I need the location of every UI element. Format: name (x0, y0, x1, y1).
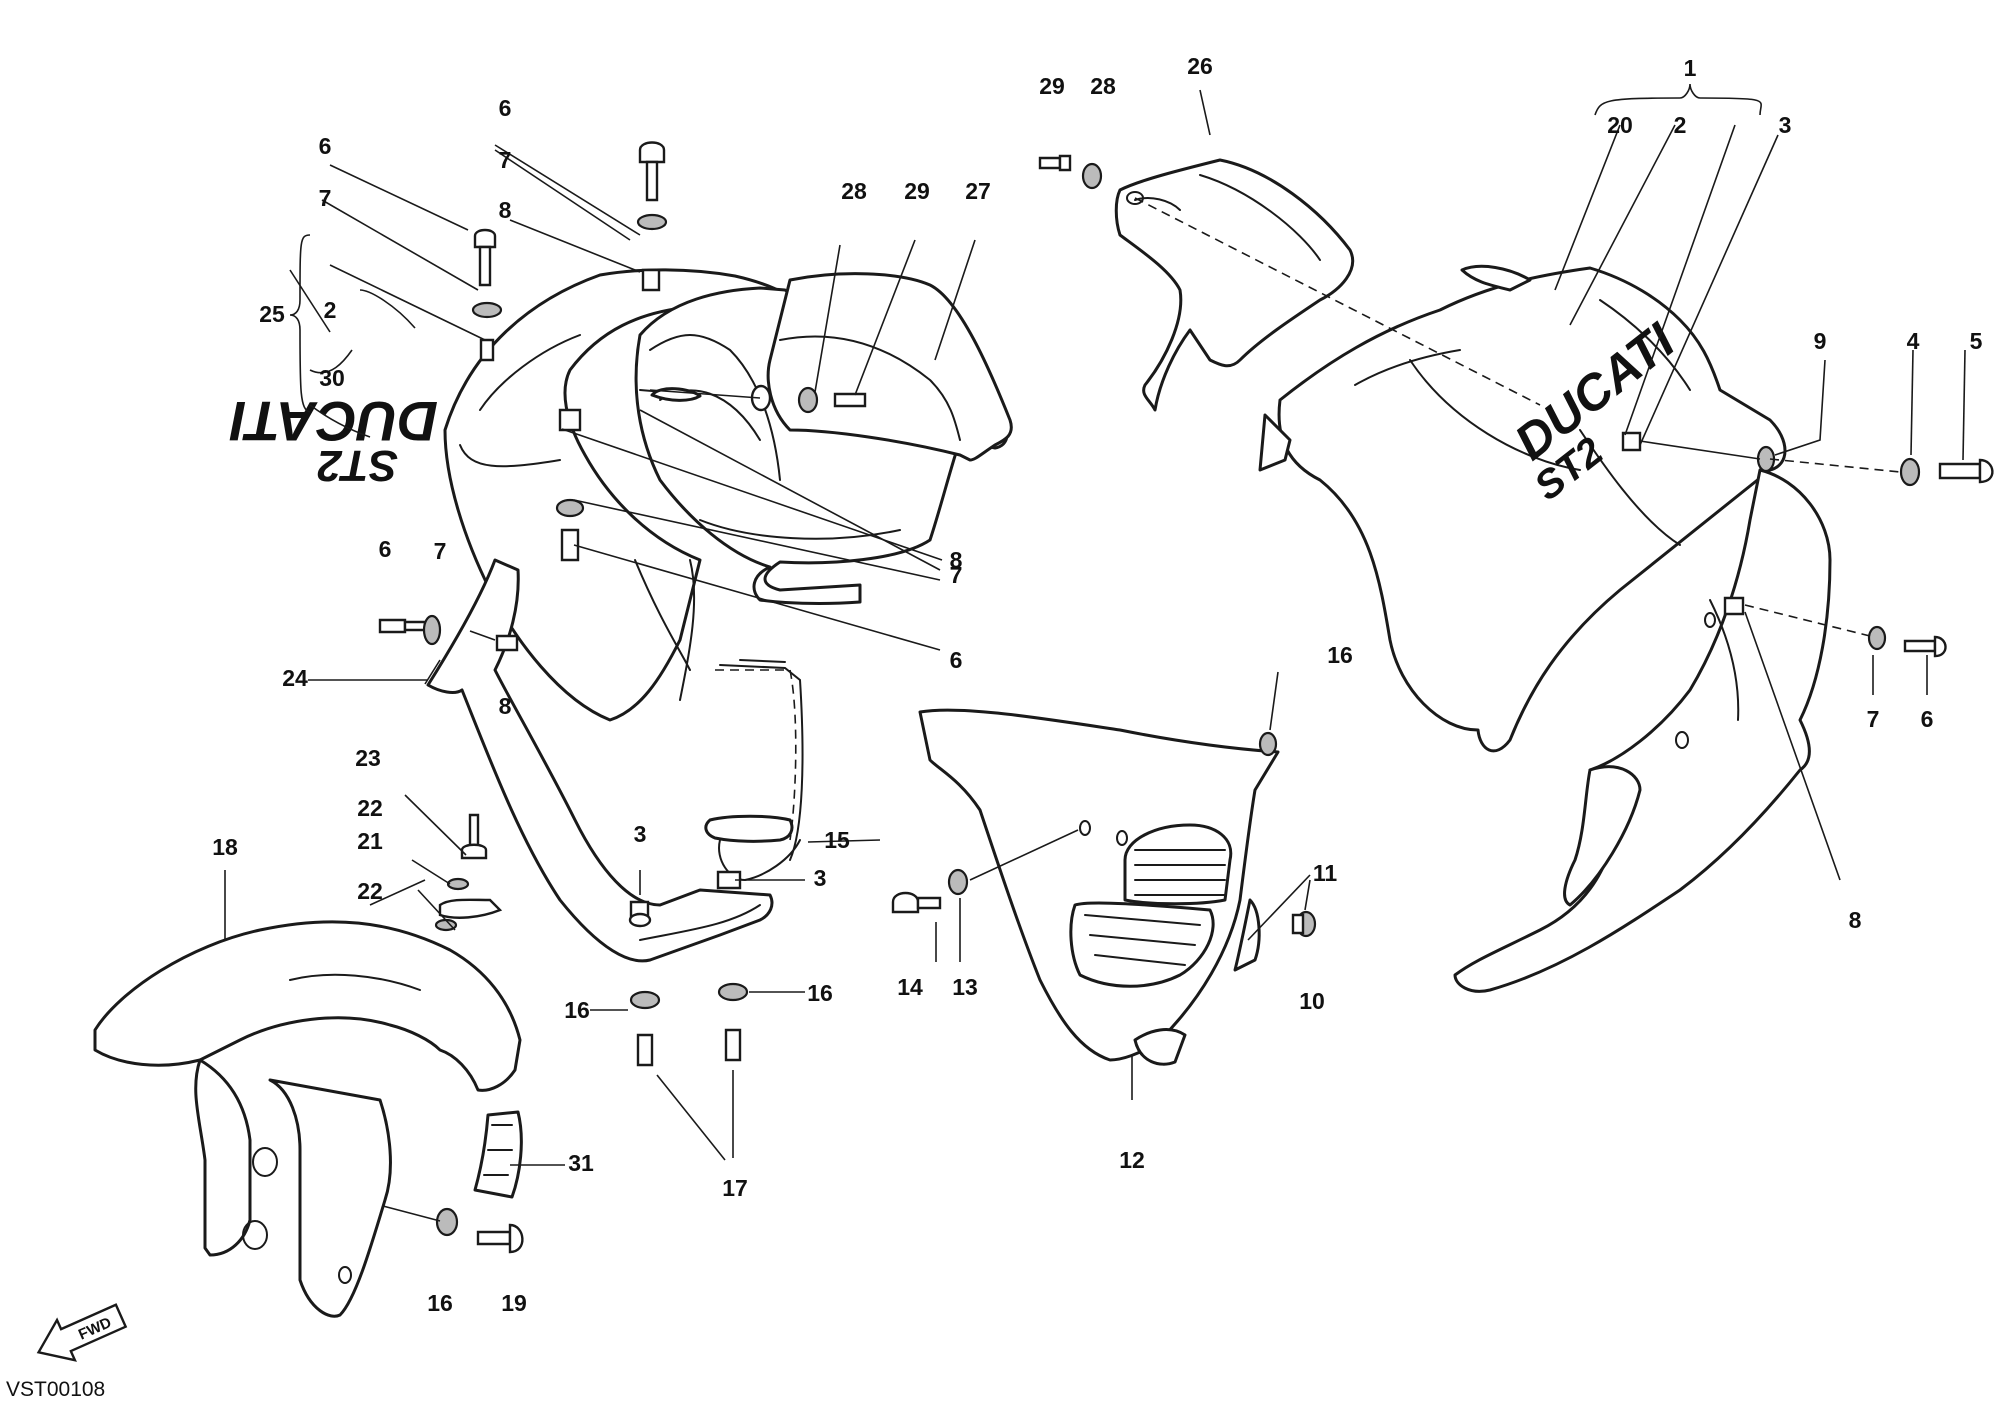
callout-30: 30 (319, 365, 345, 391)
callout-29: 29 (1039, 73, 1065, 99)
part-27-cover (639, 272, 1013, 462)
callout-16: 16 (564, 997, 590, 1023)
callout-10: 10 (1299, 988, 1325, 1014)
callout-17: 17 (722, 1175, 748, 1201)
callout-16: 16 (807, 980, 833, 1006)
callout-11: 11 (1313, 860, 1338, 886)
callout-14: 14 (897, 974, 923, 1000)
st2-decal-text: ST2 (317, 441, 398, 490)
callout-8: 8 (950, 547, 963, 573)
callout-23: 23 (355, 745, 381, 771)
callout-3: 3 (634, 821, 647, 847)
callout-29: 29 (904, 178, 930, 204)
callout-8: 8 (499, 693, 512, 719)
callout-7: 7 (319, 185, 332, 211)
mudguard-screw-group (382, 1205, 524, 1254)
callout-6: 6 (1921, 706, 1934, 732)
callout-2: 2 (324, 297, 337, 323)
callout-1: 1 (1684, 55, 1697, 81)
callout-5: 5 (1970, 328, 1983, 354)
callout-18: 18 (212, 834, 238, 860)
callout-24: 24 (282, 665, 308, 691)
part-15-bracket (704, 814, 801, 882)
callout-3: 3 (1779, 112, 1792, 138)
callout-27: 27 (965, 178, 991, 204)
callout-28: 28 (1090, 73, 1116, 99)
front-mudguard (93, 920, 522, 1318)
callout-7: 7 (434, 538, 447, 564)
parts-21-23 (434, 813, 503, 932)
callout-6: 6 (379, 536, 392, 562)
callout-3: 3 (814, 865, 827, 891)
screw-group-left-top (378, 141, 668, 652)
callout-28: 28 (841, 178, 867, 204)
callout-2: 2 (1674, 112, 1687, 138)
part-26-fasteners (1038, 154, 1103, 190)
part-31-pad (473, 1110, 523, 1199)
forward-direction-arrow: FWD (36, 1303, 128, 1362)
callout-4: 4 (1907, 328, 1920, 354)
callout-16: 16 (427, 1290, 453, 1316)
callout-6: 6 (319, 133, 332, 159)
callout-9: 9 (1814, 328, 1827, 354)
callout-8: 8 (1849, 907, 1862, 933)
part-26-cover (1114, 158, 1355, 412)
callout-31: 31 (568, 1150, 594, 1176)
callout-21: 21 (357, 828, 383, 854)
callout-6: 6 (950, 647, 963, 673)
leader-lines (224, 83, 1966, 1166)
callout-7: 7 (1867, 706, 1880, 732)
callout-25: 25 (259, 301, 285, 327)
part-12-fasteners (891, 731, 1317, 938)
callout-12: 12 (1119, 1147, 1145, 1173)
diagram-reference-code: VST00108 (6, 1378, 105, 1401)
callout-7: 7 (499, 147, 512, 173)
side-fairing-panel (1258, 264, 1787, 753)
callout-8: 8 (499, 197, 512, 223)
callout-13: 13 (952, 974, 978, 1000)
callout-15: 15 (824, 827, 850, 853)
callout-labels: 1 2 2 3 3 3 4 5 6 6 6 6 6 7 7 7 7 7 8 8 … (212, 53, 1982, 1316)
right-side-fasteners (1621, 431, 1994, 658)
screw-group-left-bottom (628, 870, 749, 1067)
callout-16: 16 (1327, 642, 1353, 668)
callout-22: 22 (357, 878, 383, 904)
callout-7: 7 (950, 562, 963, 588)
assembly-line (1134, 197, 1541, 406)
callout-26: 26 (1187, 53, 1213, 79)
callout-20: 20 (1607, 112, 1633, 138)
callout-6: 6 (499, 95, 512, 121)
ducati-decal-text: DUCATI (229, 390, 438, 453)
part-12-lower-panel (918, 708, 1280, 1066)
left-decal-set: DUCATI ST2 (229, 390, 438, 490)
callout-22: 22 (357, 795, 383, 821)
callout-19: 19 (501, 1290, 527, 1316)
